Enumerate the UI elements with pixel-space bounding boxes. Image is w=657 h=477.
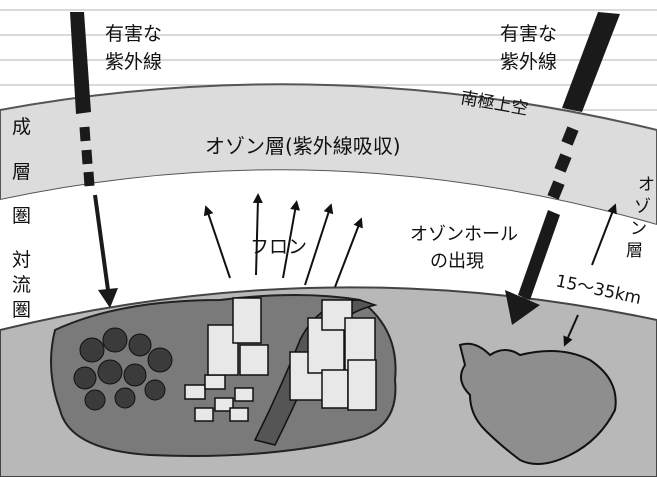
- ozone-side-char-3: ン: [630, 219, 647, 239]
- uv-left-label-line1: 有害な: [105, 23, 162, 45]
- ozone-side-char-2: ゾ: [634, 197, 651, 217]
- stratosphere-char-3: 圏: [12, 205, 31, 227]
- uv-right-label-line1: 有害な: [500, 23, 557, 45]
- ozone-side-char-1: オ: [638, 175, 655, 195]
- antarctica-icon: [458, 342, 617, 465]
- troposphere-char-2: 流: [12, 274, 31, 296]
- uv-left-label-line2: 紫外線: [105, 51, 162, 73]
- cfc-label: フロン: [250, 236, 307, 258]
- uv-right-label-line2: 紫外線: [500, 51, 557, 73]
- troposphere-char-3: 圏: [12, 299, 31, 321]
- uv-beam-right-icon: [505, 12, 620, 325]
- uv-beam-left-icon: [70, 12, 118, 308]
- troposphere-band: [0, 170, 657, 330]
- troposphere-char-1: 対: [12, 249, 31, 271]
- forest-icon: [73, 327, 173, 411]
- ozone-side-char-4: 層: [626, 241, 643, 261]
- stratosphere-char-1: 成: [12, 116, 31, 138]
- stratosphere-char-2: 層: [12, 161, 31, 183]
- ozone-hole-label-line1: オゾンホール: [410, 224, 518, 245]
- house-icon: [184, 374, 254, 422]
- altitude-arrow-icon: [563, 203, 617, 347]
- ozone-layer-label: オゾン層(紫外線吸収): [205, 134, 401, 158]
- ozone-hole-label-line2: の出現: [430, 251, 484, 272]
- building-icon: [207, 297, 377, 411]
- cfc-arrow-icon: [203, 193, 363, 288]
